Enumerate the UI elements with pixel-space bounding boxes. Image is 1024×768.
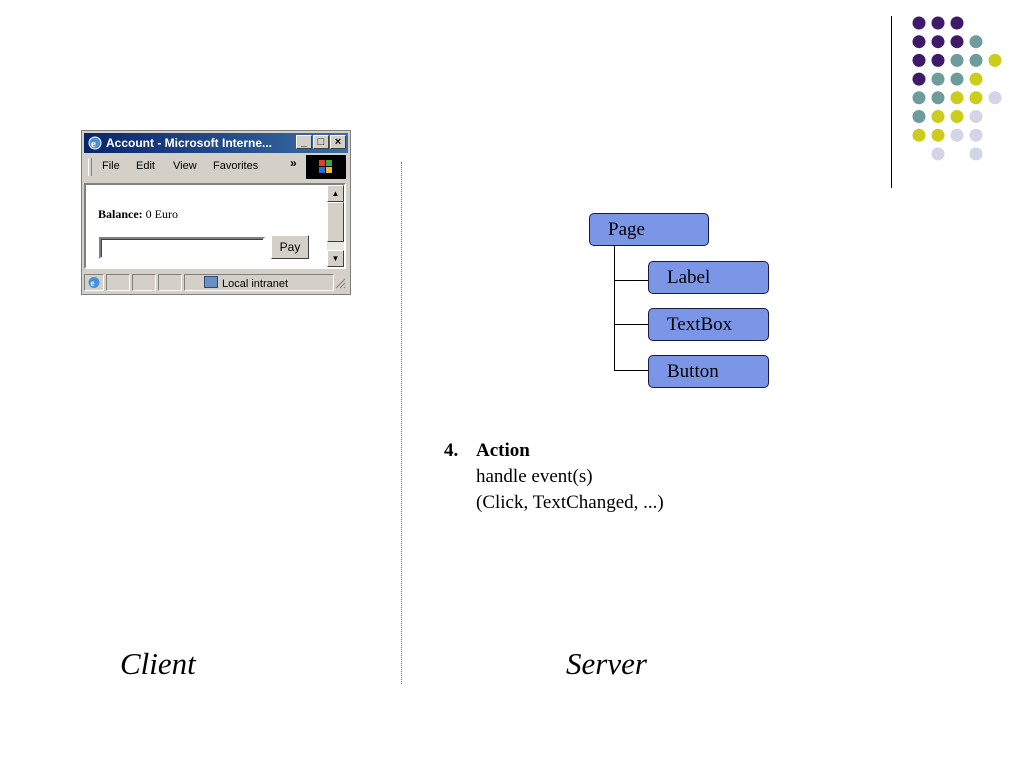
menu-file[interactable]: File bbox=[102, 160, 120, 172]
decorative-dot bbox=[931, 72, 945, 86]
decorative-dot bbox=[912, 53, 926, 67]
decorative-dot bbox=[969, 147, 983, 161]
browser-menu-bar: File Edit View Favorites » bbox=[84, 155, 348, 179]
client-server-divider bbox=[401, 162, 402, 684]
decorative-dot bbox=[969, 110, 983, 123]
scroll-down-arrow-icon[interactable]: ▼ bbox=[327, 250, 344, 267]
maximize-button[interactable]: □ bbox=[313, 135, 329, 149]
status-cell bbox=[158, 274, 182, 291]
status-cell bbox=[132, 274, 156, 291]
tree-node-label: Label bbox=[648, 261, 769, 294]
decorative-dot bbox=[950, 35, 964, 49]
browser-window: e Account - Microsoft Interne... _ □ × F… bbox=[81, 130, 351, 295]
decorative-dot bbox=[931, 147, 945, 161]
pay-button[interactable]: Pay bbox=[271, 235, 309, 259]
svg-text:e: e bbox=[91, 278, 95, 288]
balance-text: Balance: 0 Euro bbox=[98, 207, 178, 222]
balance-value: 0 Euro bbox=[145, 207, 178, 221]
status-page-icon: e bbox=[84, 274, 104, 291]
tree-branch-line bbox=[614, 324, 648, 325]
decorative-dot bbox=[931, 128, 945, 142]
close-button[interactable]: × bbox=[330, 135, 346, 149]
decorative-dot bbox=[931, 110, 945, 123]
decorative-dot bbox=[950, 16, 964, 30]
status-zone: Local intranet bbox=[204, 276, 288, 290]
tree-branch-line bbox=[614, 370, 648, 371]
browser-content: Balance: 0 Euro Pay ▲ ▼ bbox=[84, 183, 346, 269]
decorative-dot bbox=[950, 72, 964, 86]
decorative-dot bbox=[950, 128, 964, 142]
step-title: Action bbox=[476, 440, 530, 461]
tree-trunk-line bbox=[614, 246, 615, 370]
toolbar-grip[interactable] bbox=[88, 158, 92, 176]
decorative-dot bbox=[969, 72, 983, 86]
decorative-dot bbox=[969, 91, 983, 105]
menu-edit[interactable]: Edit bbox=[136, 160, 155, 172]
decorative-dot bbox=[969, 35, 983, 49]
status-zone-cell bbox=[184, 274, 334, 291]
step-number: 4. bbox=[444, 440, 459, 461]
decorative-dot bbox=[931, 91, 945, 105]
tree-branch-line bbox=[614, 280, 648, 281]
decorative-dot bbox=[912, 128, 926, 142]
ie-icon: e bbox=[88, 136, 102, 150]
vertical-scrollbar[interactable]: ▲ ▼ bbox=[327, 185, 344, 267]
step-line-1: handle event(s) bbox=[476, 466, 593, 487]
windows-logo-icon bbox=[306, 155, 346, 179]
decorative-dot bbox=[969, 128, 983, 142]
decorative-dot bbox=[931, 16, 945, 30]
decorative-dot bbox=[912, 91, 926, 105]
tree-node-button: Button bbox=[648, 355, 769, 388]
decorative-dot bbox=[912, 72, 926, 86]
intranet-icon bbox=[204, 276, 218, 288]
decorative-dot bbox=[912, 110, 926, 123]
tree-node-textbox: TextBox bbox=[648, 308, 769, 341]
status-cell bbox=[106, 274, 130, 291]
server-caption: Server bbox=[566, 646, 647, 681]
scroll-thumb[interactable] bbox=[327, 202, 344, 242]
decorative-dot bbox=[931, 53, 945, 67]
decorative-dot bbox=[931, 35, 945, 49]
browser-title-bar[interactable]: e Account - Microsoft Interne... _ □ × bbox=[84, 133, 348, 153]
resize-grip-icon[interactable] bbox=[334, 277, 346, 289]
decorative-dot bbox=[988, 91, 1002, 105]
decorative-dot bbox=[988, 53, 1002, 67]
tree-node-page: Page bbox=[589, 213, 709, 246]
decorative-dot bbox=[950, 91, 964, 105]
decorative-dot bbox=[950, 53, 964, 67]
menu-more-chevron-icon[interactable]: » bbox=[290, 156, 297, 170]
decorative-dot bbox=[950, 110, 964, 123]
scroll-up-arrow-icon[interactable]: ▲ bbox=[327, 185, 344, 202]
decorative-dot bbox=[969, 53, 983, 67]
svg-text:e: e bbox=[91, 138, 96, 150]
menu-view[interactable]: View bbox=[173, 160, 197, 172]
step-line-2: (Click, TextChanged, ...) bbox=[476, 492, 664, 513]
decorative-dot bbox=[912, 16, 926, 30]
minimize-button[interactable]: _ bbox=[296, 135, 312, 149]
decorative-vertical-rule bbox=[891, 16, 892, 188]
browser-title: Account - Microsoft Interne... bbox=[106, 136, 273, 150]
menu-favorites[interactable]: Favorites bbox=[213, 160, 259, 172]
client-caption: Client bbox=[120, 646, 196, 681]
status-zone-label: Local intranet bbox=[222, 278, 289, 290]
browser-status-bar: e Local intranet bbox=[84, 273, 348, 292]
amount-input[interactable] bbox=[99, 237, 265, 259]
decorative-dot bbox=[912, 35, 926, 49]
balance-label: Balance: bbox=[98, 207, 143, 221]
